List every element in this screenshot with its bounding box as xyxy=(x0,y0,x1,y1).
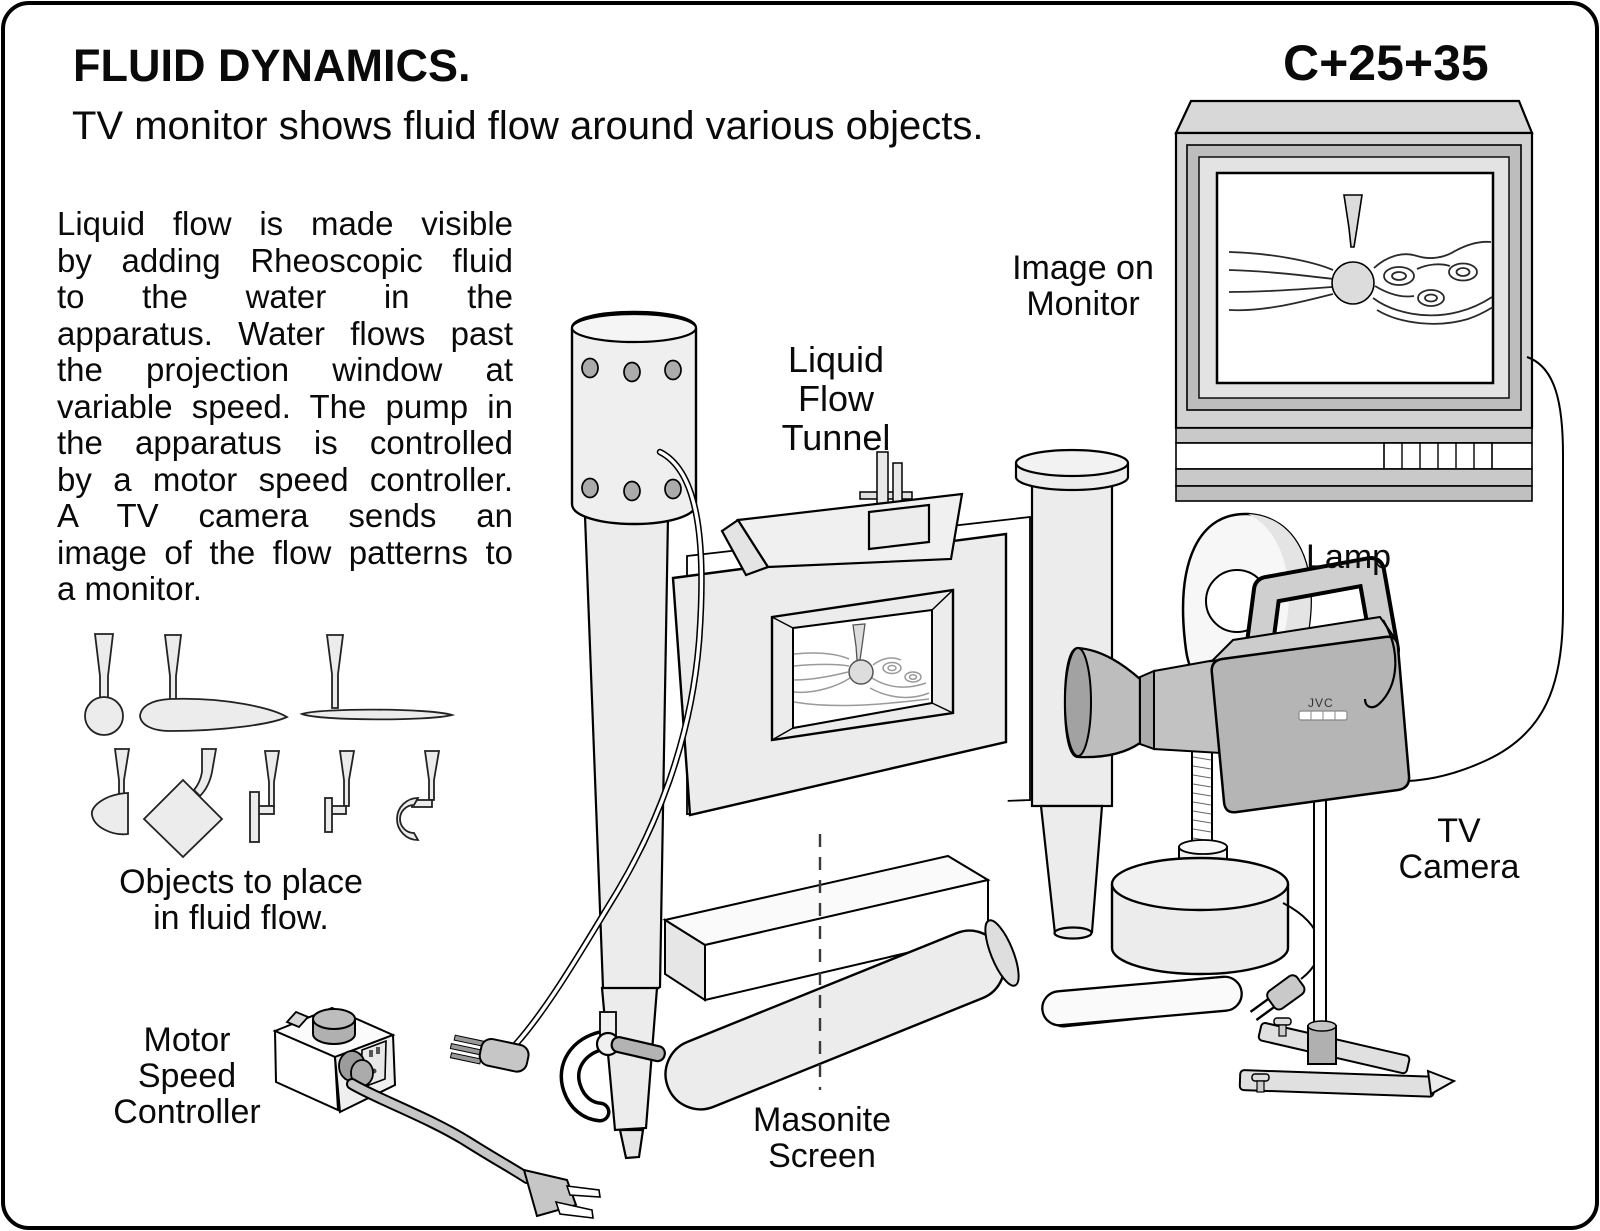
description-line: to the water in the xyxy=(57,279,513,315)
camera-brand-badge: JVC xyxy=(1308,696,1334,710)
floor-pipe xyxy=(664,919,1020,1111)
page-title: FLUID DYNAMICS. xyxy=(73,40,471,91)
lamp-plug xyxy=(1249,974,1306,1021)
description-line: a monitor. xyxy=(57,571,202,607)
description-line: variable speed. The pump in xyxy=(57,388,513,425)
camera-body xyxy=(1210,635,1411,814)
camera-lens-opening xyxy=(1064,647,1092,757)
flow-test-objects xyxy=(84,633,456,859)
motor-speed-controller-drawing xyxy=(272,1006,601,1219)
speed-knob xyxy=(312,1008,356,1030)
description-line: A TV camera sends an xyxy=(57,498,513,534)
window-flow-image xyxy=(793,623,930,707)
exhibit-code: C+25+35 xyxy=(1283,35,1489,91)
description-line: apparatus. Water flows past xyxy=(57,315,513,352)
description-line: the apparatus is controlled xyxy=(57,425,513,461)
label-image-on-monitor: Image on Monitor xyxy=(1012,249,1154,323)
description-line: by adding Rheoscopic fluid xyxy=(57,242,513,279)
description-line: image of the flow patterns to xyxy=(57,534,513,571)
tv-camera-drawing xyxy=(1063,556,1411,1043)
description-paragraph: Liquid flow is made visible by adding Rh… xyxy=(57,206,513,608)
monitor-screen-flow-image xyxy=(1228,194,1493,325)
drain-spigot xyxy=(559,1011,666,1123)
label-motor-speed-controller: Motor Speed Controller xyxy=(113,1021,261,1131)
camera-stand-base xyxy=(1238,1017,1457,1098)
description-line: by a motor speed controller. xyxy=(57,461,513,498)
label-tv-camera: TV Camera xyxy=(1398,812,1520,886)
page-subtitle: TV monitor shows fluid flow around vario… xyxy=(72,104,984,148)
description-line: the projection window at xyxy=(57,352,513,388)
tv-monitor-drawing xyxy=(1174,99,1534,502)
projection-window xyxy=(770,588,955,742)
monitor-buttons xyxy=(1383,442,1493,470)
label-objects: Objects to place in fluid flow. xyxy=(119,863,363,937)
pump-cable xyxy=(449,448,705,1073)
drum-holes xyxy=(581,357,682,502)
liquid-flow-tunnel-drawing xyxy=(671,451,1031,1005)
hopper xyxy=(720,451,964,577)
description-line: Liquid flow is made visible xyxy=(57,206,513,242)
label-masonite-screen: Masonite Screen xyxy=(753,1101,891,1175)
cable-connector-plug xyxy=(449,1034,530,1073)
power-plug xyxy=(522,1168,601,1219)
label-liquid-flow-tunnel: Liquid Flow Tunnel xyxy=(781,339,891,458)
camera-to-monitor-cable xyxy=(1407,356,1564,782)
label-lamp: Lamp xyxy=(1306,538,1392,576)
left-column xyxy=(559,310,698,1160)
